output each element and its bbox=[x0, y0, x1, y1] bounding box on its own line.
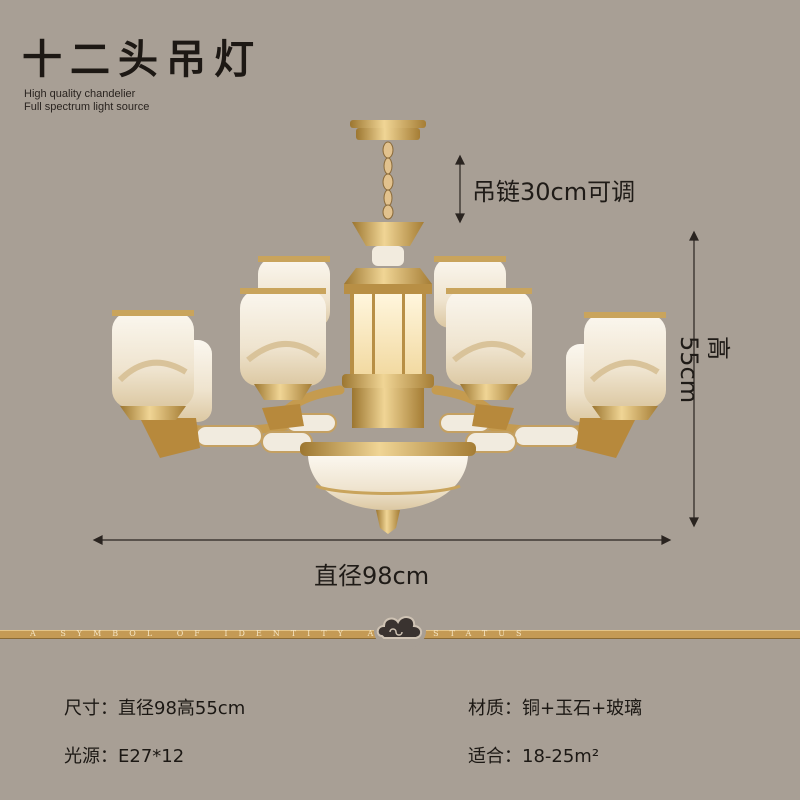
bottom-bowl bbox=[300, 442, 476, 534]
spec-size: 尺寸：直径98高55cm bbox=[64, 698, 246, 719]
page-title: 十二头吊灯 bbox=[22, 36, 262, 83]
spec-light-source: 光源：E27*12 bbox=[64, 746, 185, 767]
dimension-lines bbox=[92, 154, 699, 545]
cloud-emblem-icon bbox=[374, 611, 426, 651]
central-lantern bbox=[342, 268, 434, 428]
height-label: 高55cm bbox=[675, 336, 732, 404]
chandelier-illustration bbox=[92, 120, 699, 545]
chain-length-label: 吊链30cm可调 bbox=[472, 178, 636, 206]
diameter-label: 直径98cm bbox=[314, 562, 430, 590]
subtitle-line-2: Full spectrum light source bbox=[24, 101, 150, 113]
spec-material: 材质：铜+玉石+玻璃 bbox=[468, 698, 643, 719]
subtitle-line-1: High quality chandelier bbox=[24, 88, 136, 100]
ornate-brackets bbox=[140, 404, 636, 458]
hanging-chain bbox=[382, 141, 394, 220]
spec-area: 适合：18-25m² bbox=[468, 746, 600, 767]
band-slogan: A SYMBOL OF IDENTITY AND STATUS bbox=[30, 629, 533, 638]
front-shades bbox=[112, 288, 666, 408]
ceiling-canopy bbox=[350, 120, 426, 140]
